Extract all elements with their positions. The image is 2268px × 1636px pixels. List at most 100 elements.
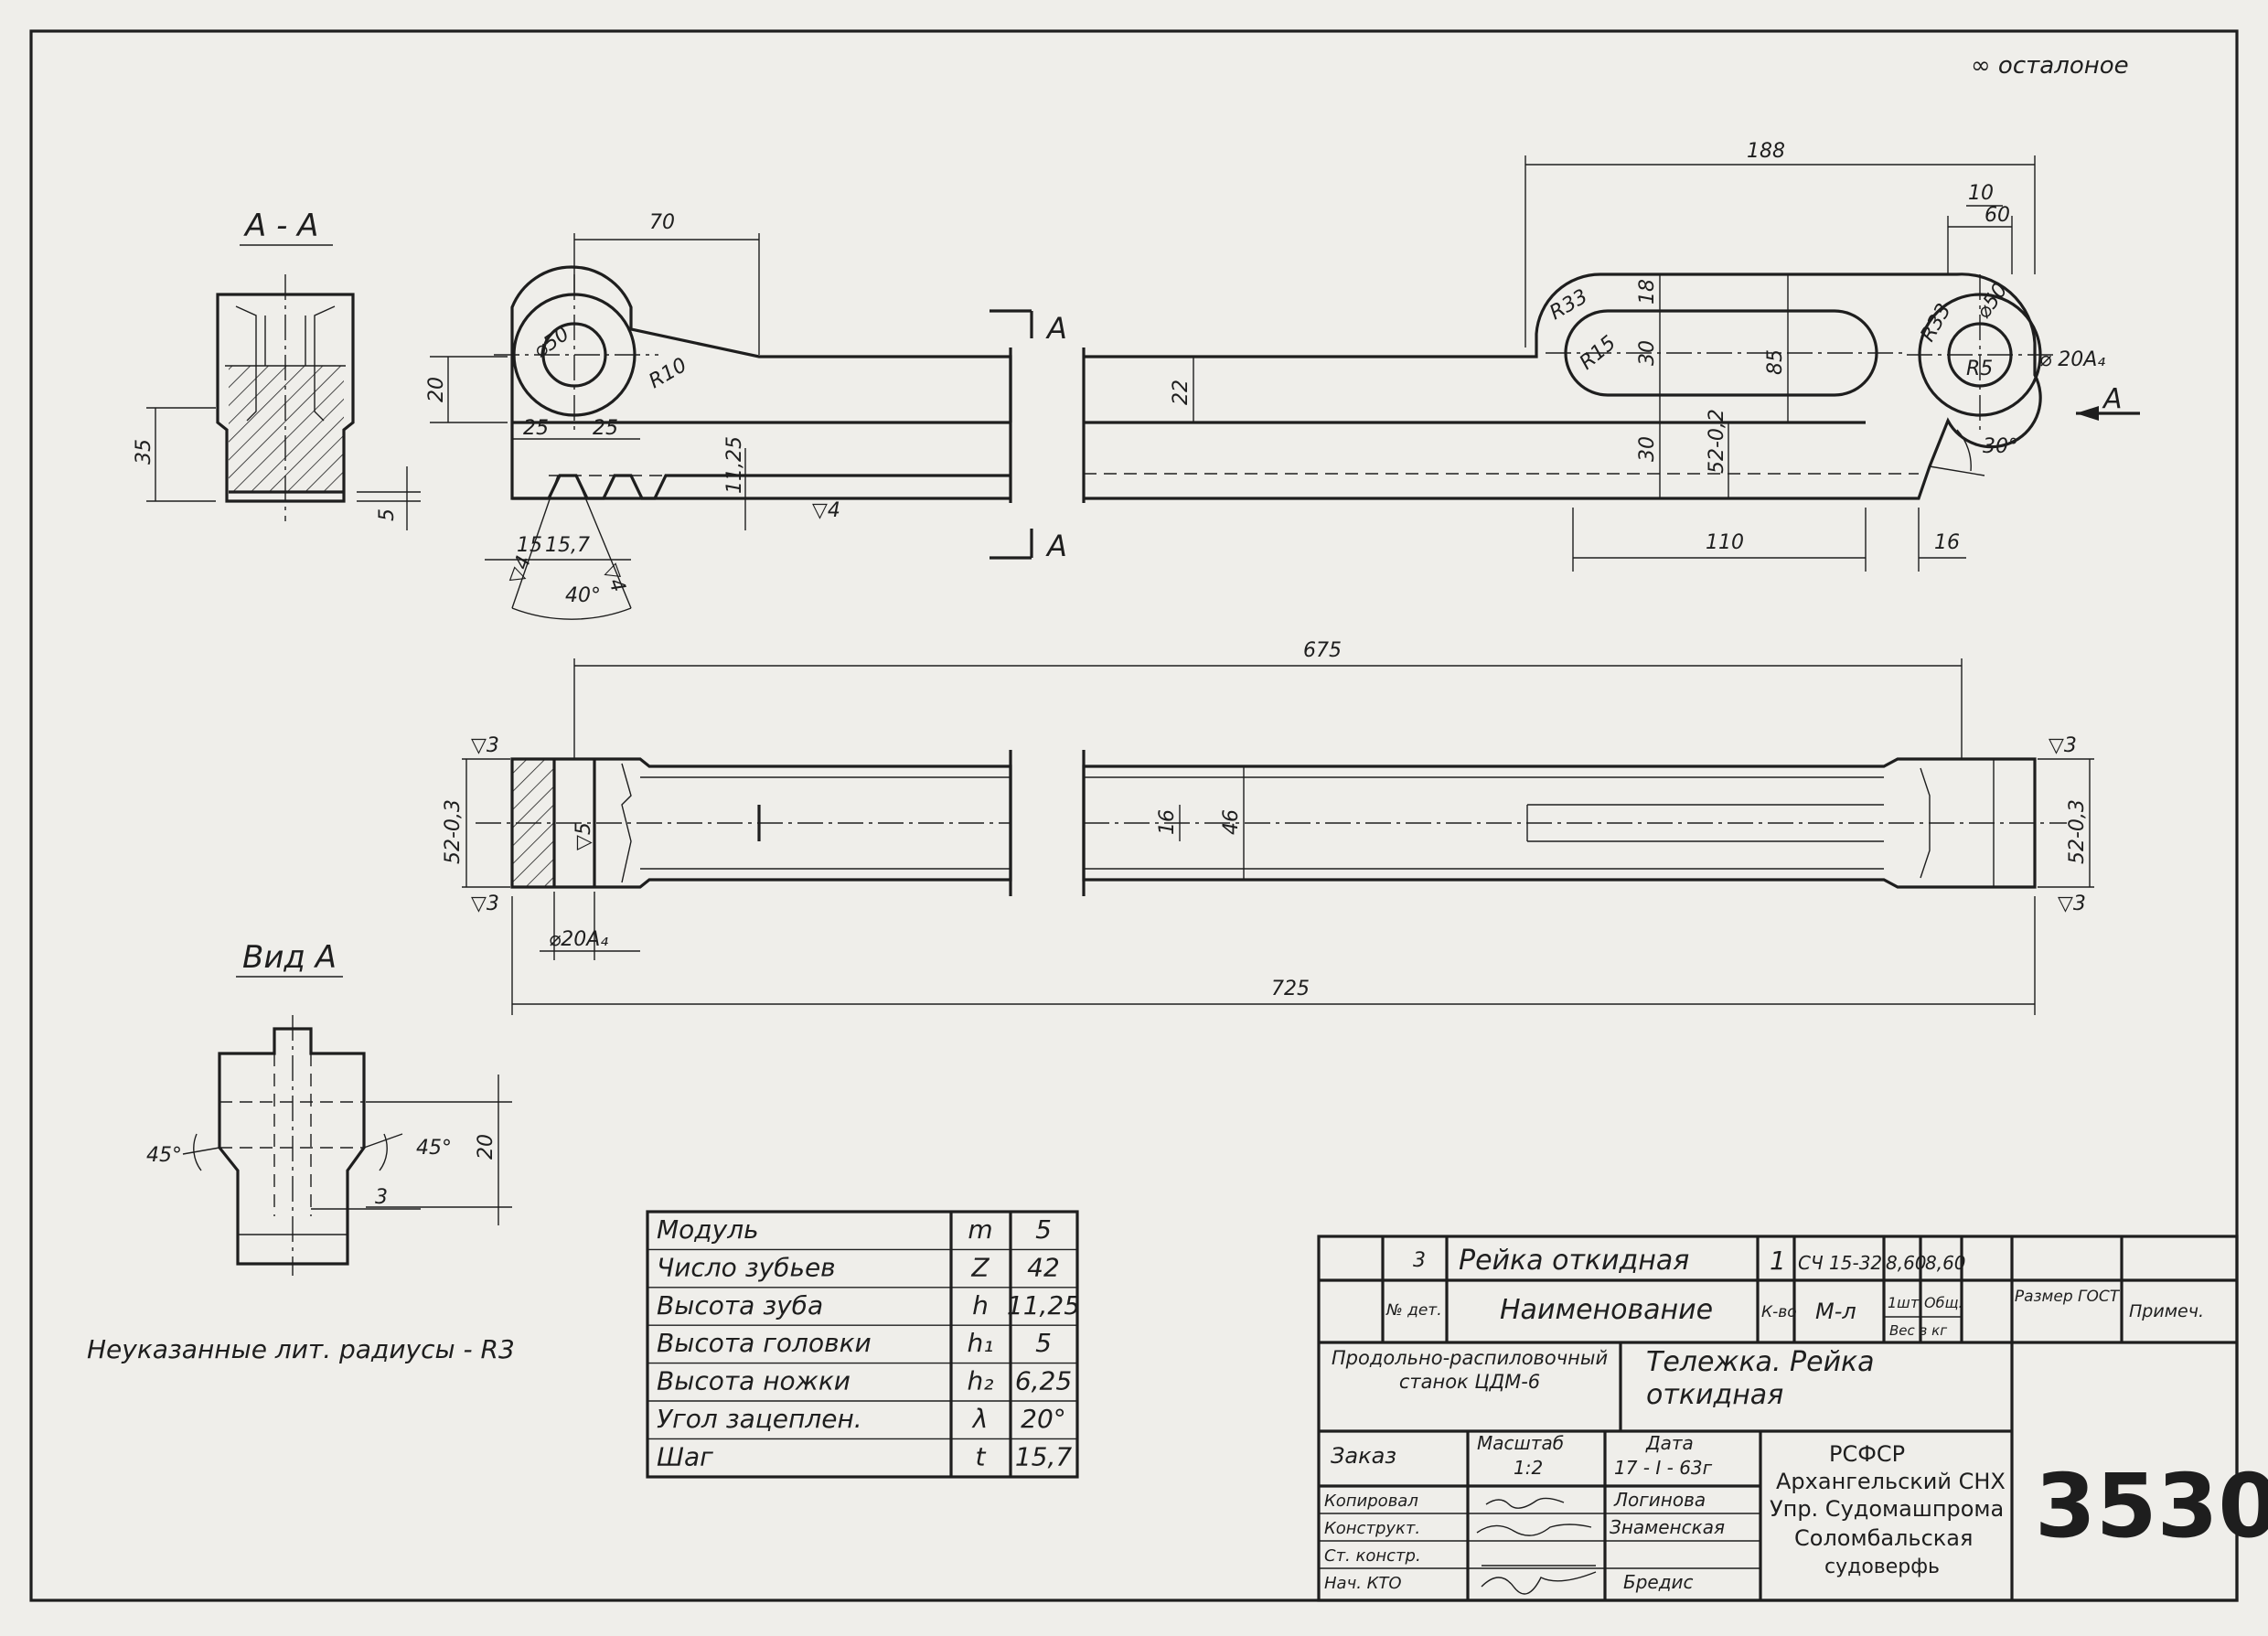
angle-45-left: 45° (146, 1144, 182, 1167)
gear-param-name: Модуль (657, 1214, 759, 1245)
gear-param-name: Число зубьев (657, 1252, 836, 1282)
dim-3-view: 3 (375, 1186, 388, 1209)
roughness-5: ▽5 (572, 822, 595, 850)
corner-note: ∞ осталоное (1971, 52, 2129, 80)
roughness-4a: ▽4 (812, 499, 840, 522)
tb-weight-1: 8,60 (1886, 1252, 1927, 1274)
dim-675: 675 (1303, 639, 1342, 662)
gear-param-symbol: m (968, 1214, 992, 1245)
dim-20-view: 20 (475, 1134, 497, 1160)
dim-52-right: 52-0,3 (2066, 799, 2089, 864)
tb-hdr-size: Размер ГОСТ (2014, 1288, 2120, 1306)
dim-r15: R15 (1576, 332, 1621, 375)
dim-85: 85 (1764, 349, 1787, 375)
gear-param-name: Угол зацеплен. (657, 1404, 862, 1434)
roughness-3d: ▽3 (2058, 893, 2086, 915)
gear-param-value: 5 (1035, 1328, 1052, 1358)
cut-label-bottom: А (1045, 529, 1067, 563)
tb-num: 3 (1413, 1249, 1426, 1272)
gear-param-name: Шаг (657, 1441, 713, 1471)
dim-110: 110 (1706, 531, 1744, 554)
section-label: А - А (243, 208, 318, 244)
tb-role-3: Нач. КТО (1324, 1574, 1402, 1593)
signature-2 (1476, 1524, 1592, 1536)
dim-70: 70 (649, 211, 675, 234)
tb-role-name-3: Бредис (1623, 1571, 1694, 1593)
gear-param-symbol: Z (970, 1252, 990, 1282)
gear-param-value: 11,25 (1007, 1290, 1080, 1321)
tb-org-2: Упр. Судомашпрома (1770, 1496, 2004, 1522)
dim-16: 16 (1934, 531, 1960, 554)
tb-hdr-w2: Общ. (1924, 1294, 1963, 1311)
tb-hdr-material: М-л (1815, 1299, 1856, 1324)
tb-org-4: судоверфь (1824, 1556, 1940, 1578)
gear-param-value: 5 (1035, 1214, 1052, 1245)
gear-param-name: Высота ножки (657, 1366, 850, 1396)
dim-25a: 25 (523, 417, 549, 440)
tb-material: СЧ 15-32 (1798, 1252, 1882, 1274)
tb-date: 17 - I - 63г (1614, 1457, 1713, 1479)
dim-46: 46 (1220, 809, 1243, 835)
tb-weight-2: 8,60 (1925, 1252, 1966, 1274)
roughness-3c: ▽3 (2049, 734, 2077, 757)
roughness-4b: ▽4 (505, 552, 536, 587)
tb-hdr-qty: К-во (1761, 1303, 1797, 1321)
gear-param-symbol: h (972, 1290, 989, 1321)
tb-machine: Продольно-распиловочный станок ЦДМ-6 (1331, 1347, 1609, 1393)
dim-22: 22 (1170, 380, 1193, 405)
dim-52-0-2: 52-0,2 (1706, 409, 1728, 474)
tb-part-title: Тележка. Рейка откидная (1646, 1346, 1875, 1411)
tb-hdr-w1: 1шт. (1888, 1294, 1923, 1311)
gear-param-symbol: h₂ (968, 1366, 994, 1396)
view-label: Вид А (242, 939, 337, 976)
dim-725: 725 (1271, 978, 1310, 1000)
roughness-4c: ▽4 (598, 561, 629, 596)
plan-view: 675 ▽5 16 46 52-0,3 ▽3 ▽3 52-0,3 ▽ (442, 639, 2094, 1015)
dim-d20a4-plan: ⌀20А₄ (549, 928, 608, 951)
dim-18: 18 (1636, 279, 1659, 305)
dim-10: 10 (1968, 182, 1994, 205)
tb-hdr-name: Наименование (1500, 1294, 1713, 1326)
dim-40-deg: 40° (565, 584, 601, 607)
dim-25b: 25 (593, 417, 618, 440)
section-a-a: А - А 35 5 (133, 208, 421, 530)
tb-role-0: Копировал (1324, 1492, 1418, 1511)
gear-param-value: 42 (1027, 1252, 1060, 1282)
gear-param-symbol: h₁ (968, 1328, 994, 1358)
drawing-frame (29, 29, 2239, 1602)
tb-name: Рейка откидная (1459, 1245, 1689, 1277)
gear-param-symbol: t (976, 1441, 987, 1471)
dim-d50: ⌀50 (530, 323, 573, 363)
dim-60: 60 (1984, 204, 2010, 227)
dim-r5: R5 (1966, 358, 1993, 380)
tb-scale: 1:2 (1514, 1457, 1543, 1479)
tb-role-name-1: Знаменская (1610, 1516, 1725, 1538)
dim-16-plan: 16 (1156, 809, 1179, 835)
roughness-3b: ▽3 (471, 893, 499, 915)
tb-role-1: Конструкт. (1324, 1519, 1420, 1538)
dim-188: 188 (1747, 140, 1785, 163)
dim-30-deg: 30° (1983, 435, 2018, 458)
dim-15: 15 (517, 534, 542, 557)
gear-param-symbol: λ (971, 1404, 989, 1434)
tb-role-name-0: Логинова (1613, 1489, 1706, 1511)
angle-45-right: 45° (416, 1137, 452, 1160)
tb-scale-label: Масштаб (1477, 1432, 1564, 1454)
dim-d20a4: ⌀ 20А₄ (2039, 348, 2105, 371)
dim-5: 5 (376, 508, 399, 521)
gear-param-value: 15,7 (1015, 1441, 1073, 1471)
gear-param-name: Высота головки (657, 1328, 872, 1358)
tb-hdr-note: Примеч. (2129, 1301, 2204, 1321)
tb-hdr-wsub: Вес в кг (1889, 1322, 1947, 1339)
dim-r10: R10 (646, 354, 691, 393)
general-note: Неуказанные лит. радиусы - R3 (87, 1334, 515, 1364)
view-arrow-label: А (2102, 383, 2123, 415)
roughness-3a: ▽3 (471, 734, 499, 757)
tb-org-3: Соломбальская (1794, 1525, 1973, 1551)
signature-3 (1481, 1565, 1597, 1595)
dim-52-left: 52-0,3 (442, 799, 465, 864)
dim-20: 20 (425, 377, 448, 402)
title-block: 3 Рейка откидная 1 СЧ 15-32 8,60 8,60 № … (1317, 1235, 2268, 1602)
dim-11-25: 11,25 (723, 436, 746, 494)
tb-org-1: Архангельский СНХ (1776, 1469, 2006, 1494)
